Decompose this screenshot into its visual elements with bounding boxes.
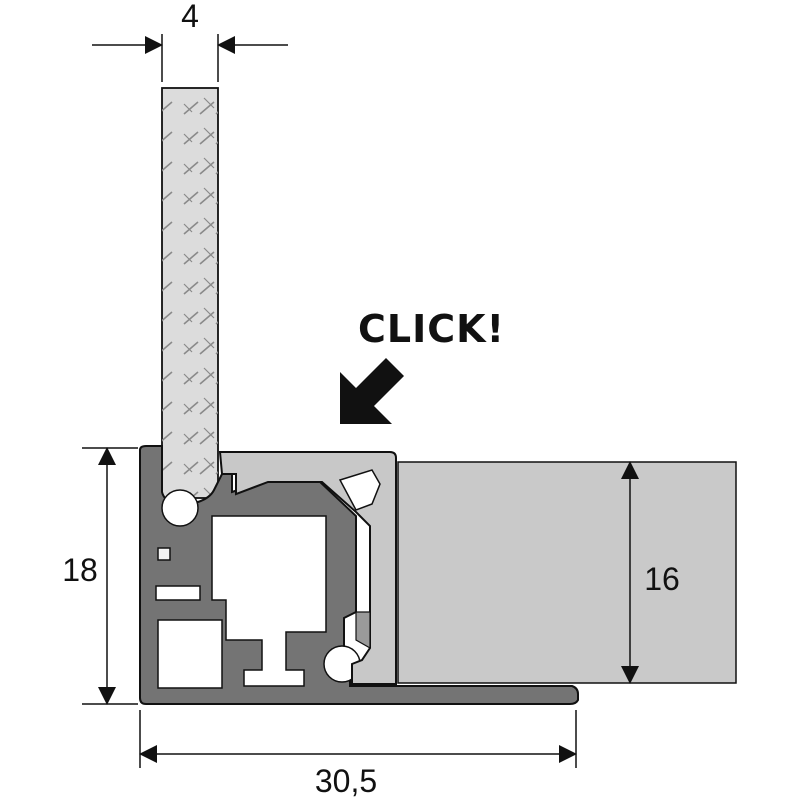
glass-pane xyxy=(161,87,219,499)
click-callout: CLICK! xyxy=(358,307,505,351)
dimension-glass-thickness: 4 xyxy=(92,0,288,82)
panel xyxy=(397,461,737,684)
dimension-label-glass-thickness: 4 xyxy=(181,0,199,34)
dimension-profile-height: 18 xyxy=(62,447,138,705)
dimension-label-panel-height: 16 xyxy=(644,561,680,597)
clip-cover xyxy=(218,451,397,685)
click-arrow-icon xyxy=(340,358,404,424)
dimension-panel-height: 16 xyxy=(621,461,680,684)
dimension-label-profile-width: 30,5 xyxy=(315,763,377,799)
dimension-label-profile-height: 18 xyxy=(62,552,98,588)
dimension-profile-width: 30,5 xyxy=(139,710,577,799)
